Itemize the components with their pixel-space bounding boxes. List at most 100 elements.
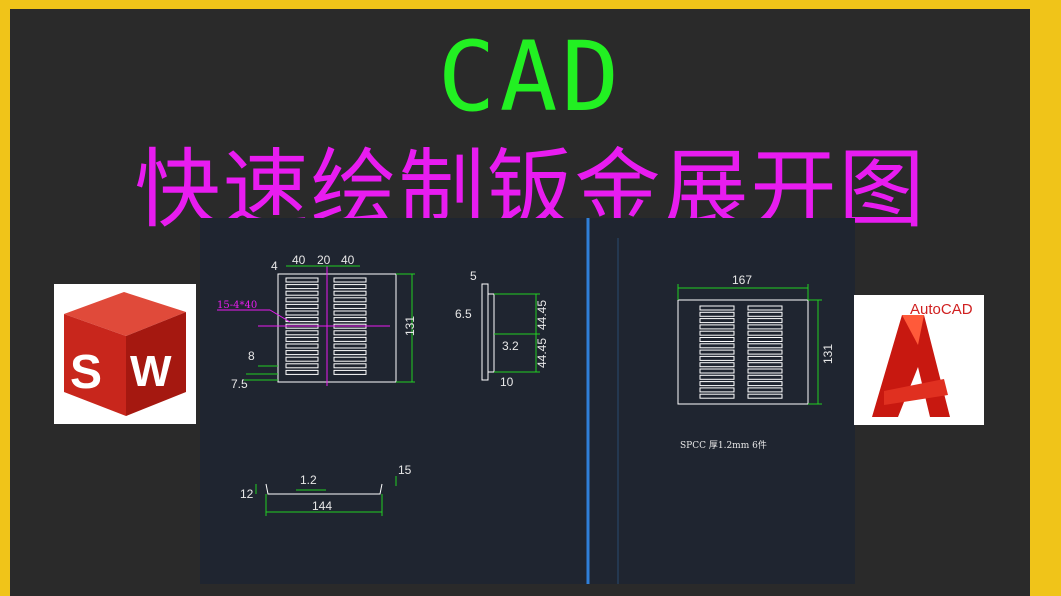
slot (333, 277, 367, 283)
slot (333, 363, 367, 369)
slot (747, 381, 783, 387)
slot (333, 350, 367, 356)
slot (747, 343, 783, 349)
slot (285, 317, 319, 323)
slot (747, 374, 783, 380)
slot (699, 349, 735, 355)
slot (699, 343, 735, 349)
slot (699, 324, 735, 330)
slot (333, 303, 367, 309)
slot-callout: 15-4*40 (217, 300, 257, 311)
side-view-outline (481, 283, 489, 381)
slot (285, 310, 319, 316)
slot (285, 284, 319, 290)
slot (285, 290, 319, 296)
slot (747, 330, 783, 336)
solidworks-cube-icon: S W (64, 292, 186, 416)
slot (747, 349, 783, 355)
slot (333, 310, 367, 316)
cad-drawing: 40 20 40 4 15-4*40 131 8 7.5 (200, 218, 855, 584)
slot (285, 356, 319, 362)
dim-144: 144 (312, 499, 332, 513)
slot (285, 363, 319, 369)
dim-8: 8 (248, 349, 255, 363)
side-view-flange (487, 293, 495, 373)
flat-slots-left (699, 305, 735, 399)
slot (333, 343, 367, 349)
dim-4: 4 (271, 259, 278, 273)
slot (699, 381, 735, 387)
slot (285, 330, 319, 336)
slot (747, 387, 783, 393)
main-title: CAD (437, 21, 624, 133)
slot (285, 343, 319, 349)
dim-7-5: 7.5 (231, 377, 248, 391)
slot (333, 369, 367, 375)
sw-letter-s: S (70, 346, 102, 399)
flat-slots-right (747, 305, 783, 399)
slot (333, 336, 367, 342)
slot (747, 305, 783, 311)
dim-44-45-b: 44.45 (535, 338, 549, 368)
front-view: 40 20 40 4 15-4*40 131 8 7.5 (217, 253, 417, 391)
slot (699, 330, 735, 336)
dim-3-2: 3.2 (502, 339, 519, 353)
autocad-logo-icon: AutoCAD (854, 295, 984, 425)
flat-pattern-outline (677, 299, 809, 405)
slot (699, 387, 735, 393)
dim-12: 12 (240, 487, 254, 501)
cad-drawing-svg: 40 20 40 4 15-4*40 131 8 7.5 (217, 218, 835, 584)
slot (699, 374, 735, 380)
slot (699, 337, 735, 342)
slot (699, 355, 735, 361)
dim-15: 15 (398, 463, 412, 477)
bottom-profile (265, 483, 383, 495)
slot (333, 317, 367, 323)
slot (747, 355, 783, 361)
slot (747, 368, 783, 374)
autocad-a-icon (872, 315, 950, 417)
slot (699, 393, 735, 399)
autocad-wordmark: AutoCAD (910, 301, 973, 318)
slot (333, 297, 367, 303)
slot (333, 330, 367, 336)
bottom-view: 1.2 15 12 144 (240, 463, 412, 516)
dim-1-2: 1.2 (300, 473, 317, 487)
dim-10: 10 (500, 375, 514, 389)
slot (747, 324, 783, 330)
dim-40-a: 40 (292, 253, 306, 267)
slot (285, 336, 319, 342)
slot (747, 337, 783, 342)
slot (699, 311, 735, 317)
slot (699, 318, 735, 324)
slot (747, 393, 783, 399)
dim-6-5: 6.5 (455, 307, 472, 321)
slot (285, 369, 319, 375)
slot (699, 305, 735, 311)
slot (333, 290, 367, 296)
dim-44-45-a: 44.45 (535, 300, 549, 330)
dim-5: 5 (470, 269, 477, 283)
dim-131-front: 131 (403, 316, 417, 336)
side-view: 5 6.5 44.45 44.45 3.2 10 (455, 269, 549, 389)
slot-leader-arrow (269, 309, 291, 323)
slot (285, 303, 319, 309)
slot (747, 318, 783, 324)
front-view-outline (277, 273, 397, 383)
slot (699, 368, 735, 374)
dim-40-b: 40 (341, 253, 355, 267)
dim-20: 20 (317, 253, 331, 267)
slot (699, 362, 735, 368)
dim-167: 167 (732, 273, 752, 287)
sw-letter-w: W (130, 347, 172, 396)
slot (747, 362, 783, 368)
slot (747, 311, 783, 317)
slot (285, 350, 319, 356)
slot (333, 284, 367, 290)
dim-131-flat: 131 (821, 344, 835, 364)
solidworks-logo-icon: S W (54, 284, 196, 424)
slot (285, 277, 319, 283)
flat-pattern: 167 131 SPCC 厚1.2mm 6件 (677, 273, 835, 451)
slot (285, 297, 319, 303)
slot (333, 356, 367, 362)
